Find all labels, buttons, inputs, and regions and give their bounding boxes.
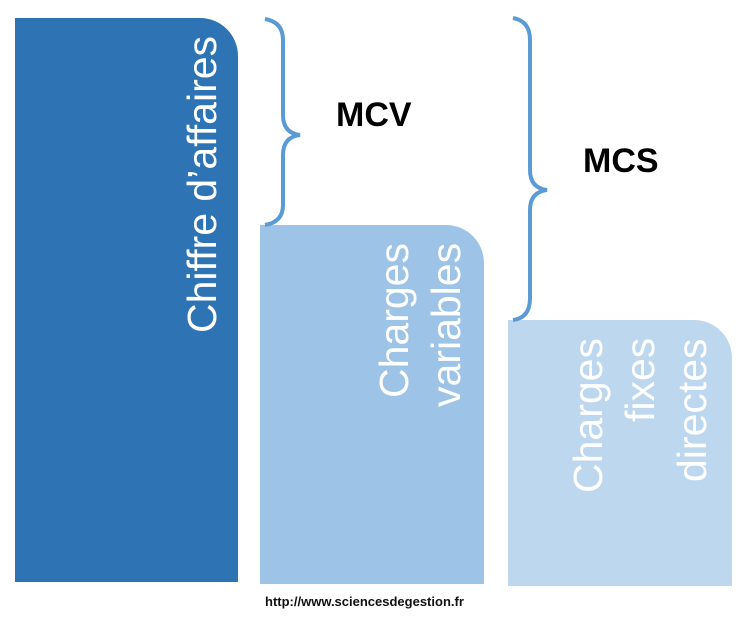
bar-charges-fixes-directes: [508, 320, 732, 586]
brace-mcv-icon: [264, 17, 301, 227]
label-mcv: MCV: [336, 96, 412, 134]
source-url: http://www.sciencesdegestion.fr: [265, 594, 464, 609]
brace-mcs-icon: [512, 16, 548, 322]
bar-charges-variables: [260, 225, 484, 584]
bar-chiffre-affaires: [15, 18, 238, 582]
label-mcs: MCS: [583, 142, 659, 180]
